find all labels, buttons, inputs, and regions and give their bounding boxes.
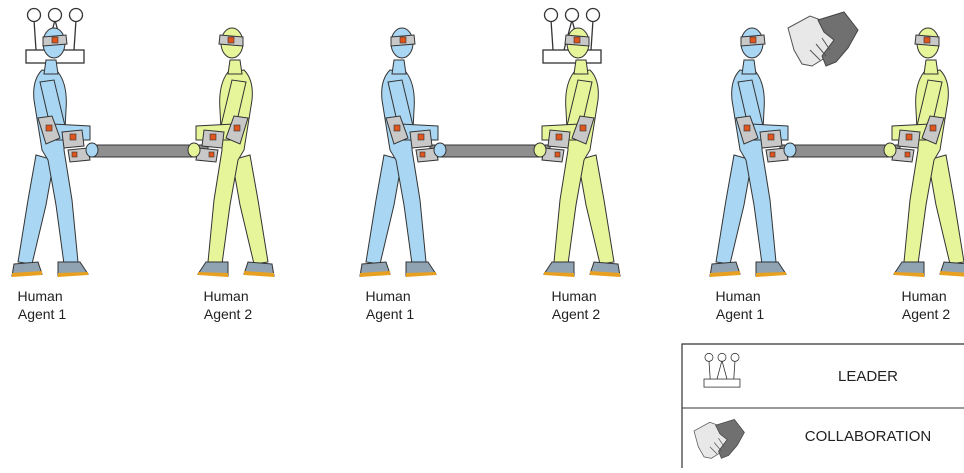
scene-2: Human Agent 1 Human Agent 2 <box>359 7 621 322</box>
carried-bar <box>779 144 901 158</box>
agent-2-label: Human Agent 2 <box>551 288 600 322</box>
human-agent-1-figure <box>359 27 447 278</box>
collaboration-handshake-icon <box>787 11 859 67</box>
scene-1: Human Agent 1 Human Agent 2 <box>11 7 275 322</box>
human-agent-2-figure <box>883 27 964 278</box>
agent-1-label: Human Agent 1 <box>17 288 66 322</box>
legend-collaboration-label: COLLABORATION <box>805 428 931 445</box>
human-agent-1-figure <box>709 27 797 278</box>
carried-bar <box>429 144 551 158</box>
legend-crown-icon <box>703 352 741 388</box>
human-agent-2-figure <box>533 27 621 278</box>
legend-leader-label: LEADER <box>838 368 898 385</box>
agent-1-label: Human Agent 1 <box>365 288 414 322</box>
agent-2-label: Human Agent 2 <box>203 288 252 322</box>
legend: LEADER COLLABORATION <box>681 343 964 468</box>
agent-1-label: Human Agent 1 <box>715 288 764 322</box>
legend-handshake-icon <box>693 419 745 459</box>
human-agent-1-figure <box>11 27 99 278</box>
scene-3: Human Agent 1 Human Agent 2 <box>709 11 964 322</box>
agent-2-label: Human Agent 2 <box>901 288 950 322</box>
human-agent-2-figure <box>187 27 275 278</box>
